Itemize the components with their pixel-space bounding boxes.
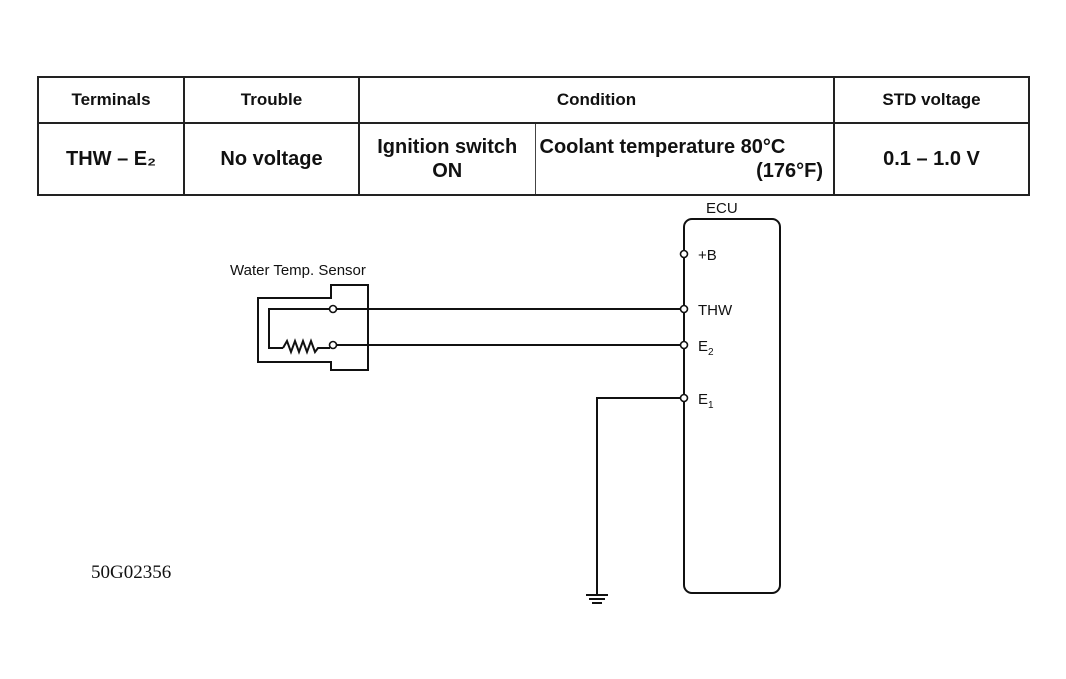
cell-trouble: No voltage	[183, 122, 360, 196]
pin-label-thw: THW	[698, 302, 733, 319]
sensor-label: Water Temp. Sensor	[230, 262, 366, 279]
table-header-row: Terminals Trouble Condition STD voltage	[37, 76, 1030, 124]
ecu-pin-thw	[679, 304, 689, 314]
spec-table: Terminals Trouble Condition STD voltage …	[37, 76, 1030, 196]
header-condition: Condition	[358, 76, 835, 124]
table-row: THW – E₂ No voltage Ignition switch ON C…	[37, 122, 1030, 196]
sensor-terminal-e2	[328, 340, 338, 350]
pin-label-e2: E2	[698, 338, 714, 358]
sensor-inner-wire	[268, 308, 330, 349]
pin-label-plus-b: +B	[698, 247, 717, 264]
ecu-box	[683, 218, 781, 594]
header-terminals: Terminals	[37, 76, 185, 124]
sensor-terminal-thw	[328, 304, 338, 314]
pin-label-e1: E1	[698, 391, 714, 411]
cell-terminals: THW – E₂	[37, 122, 185, 196]
ecu-pin-e1	[679, 393, 689, 403]
ecu-pin-e2	[679, 340, 689, 350]
figure-code: 50G02356	[91, 562, 172, 583]
ecu-pin-plus-b	[679, 249, 689, 259]
sensor-housing	[257, 284, 369, 371]
condition-temp-line1: Coolant temperature 80°C	[539, 136, 786, 158]
cell-std-voltage: 0.1 – 1.0 V	[833, 122, 1030, 196]
header-trouble: Trouble	[183, 76, 360, 124]
resistor-symbol	[282, 338, 330, 355]
e1-ground-wire	[596, 397, 680, 595]
cell-condition-temp: Coolant temperature 80°C (176°F)	[534, 122, 835, 196]
condition-switch-line2: ON	[432, 160, 463, 182]
cell-condition-switch: Ignition switch ON	[358, 122, 536, 196]
condition-temp-line2: (176°F)	[756, 160, 823, 182]
ecu-label: ECU	[706, 200, 738, 217]
condition-switch-line1: Ignition switch	[377, 136, 518, 158]
header-std-voltage: STD voltage	[833, 76, 1030, 124]
